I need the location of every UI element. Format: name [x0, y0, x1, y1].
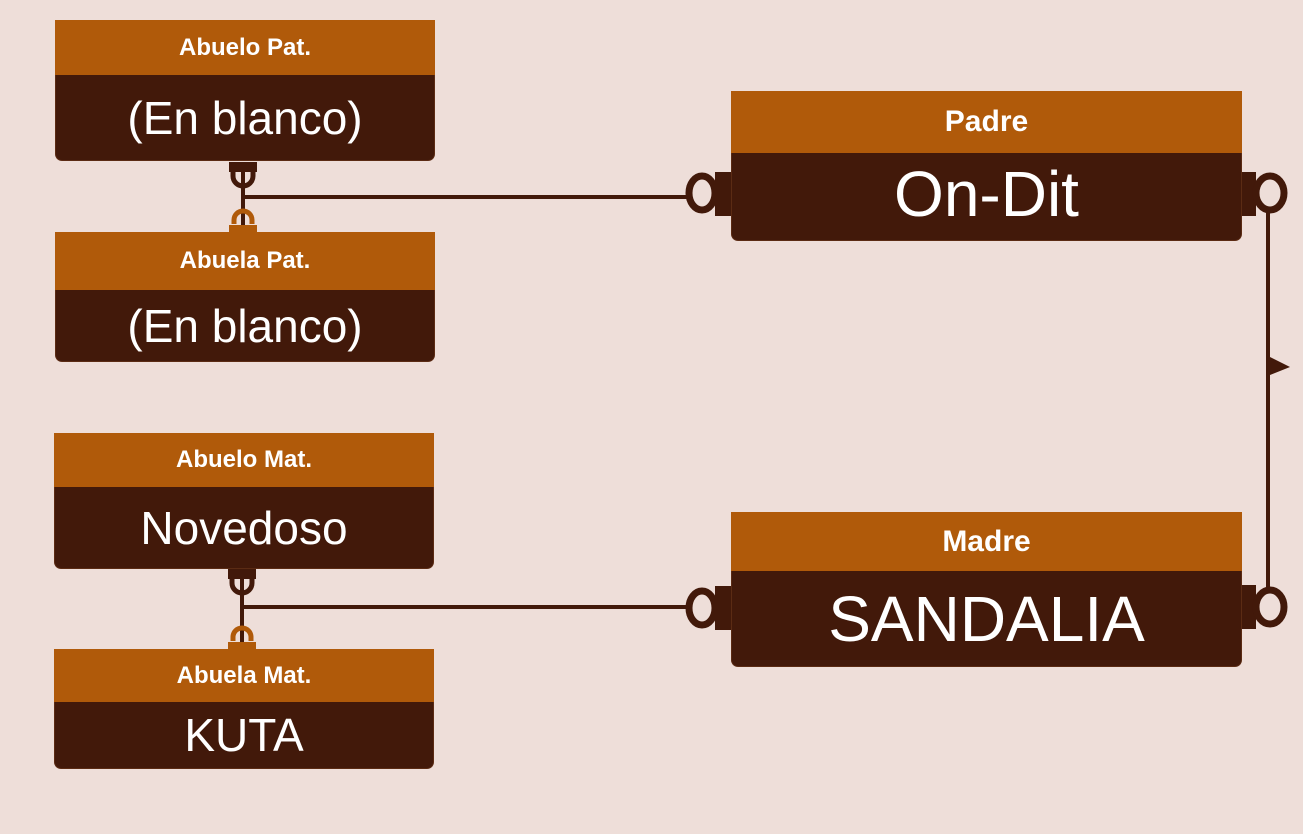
node-value: On-Dit: [731, 153, 1242, 241]
node-title: Abuelo Mat.: [54, 433, 434, 487]
node-value: SANDALIA: [731, 571, 1242, 667]
node-abuela-pat[interactable]: Abuela Pat. (En blanco): [55, 232, 435, 362]
parents-connector: [1240, 172, 1290, 629]
node-abuela-mat[interactable]: Abuela Mat. KUTA: [54, 649, 434, 769]
node-value: Novedoso: [54, 487, 434, 569]
node-abuelo-pat[interactable]: Abuelo Pat. (En blanco): [55, 20, 435, 161]
node-madre[interactable]: Madre SANDALIA: [731, 512, 1242, 667]
node-title: Padre: [731, 91, 1242, 153]
node-padre[interactable]: Padre On-Dit: [731, 91, 1242, 241]
node-title: Abuela Mat.: [54, 649, 434, 702]
node-title: Abuelo Pat.: [55, 20, 435, 75]
node-value: (En blanco): [55, 75, 435, 161]
paternal-connector: [229, 162, 733, 233]
node-abuelo-mat[interactable]: Abuelo Mat. Novedoso: [54, 433, 434, 569]
node-title: Madre: [731, 512, 1242, 571]
node-title: Abuela Pat.: [55, 232, 435, 290]
node-value: KUTA: [54, 702, 434, 769]
node-value: (En blanco): [55, 290, 435, 362]
maternal-connector: [228, 569, 733, 650]
